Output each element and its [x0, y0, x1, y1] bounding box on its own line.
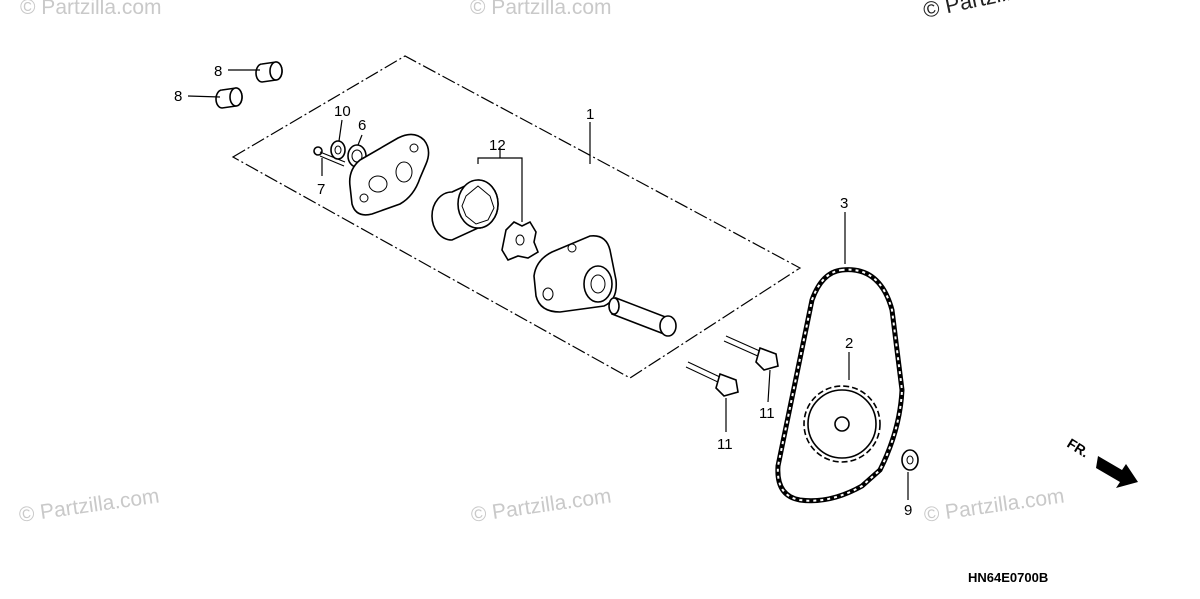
dowel-pin-part [255, 61, 283, 83]
small-bolt-part [313, 146, 346, 167]
flange-bolt-part [723, 335, 779, 371]
leader-line [187, 95, 221, 98]
watermark: © Partzilla.com [17, 484, 160, 526]
callout-label: 3 [840, 195, 848, 212]
callout-label: 1 [586, 106, 594, 123]
callout-label: 10 [334, 103, 351, 120]
callout-label: 2 [845, 335, 853, 352]
callout-label: 11 [717, 436, 733, 453]
pump-cover-part [348, 133, 430, 216]
watermark: © Partzilla.com [469, 484, 612, 526]
drive-chain-part [775, 267, 905, 504]
callout-label: 11 [759, 405, 775, 422]
inner-rotor-part [501, 220, 539, 261]
thrust-washer-part [901, 449, 919, 471]
front-direction-arrow: FR. [1064, 435, 1138, 488]
callout-label: 8 [174, 88, 182, 105]
watermark: © Partzilla.com [921, 0, 1071, 23]
callout-label: 12 [489, 137, 506, 154]
leader-line [338, 119, 343, 142]
pump-shaft-part [608, 296, 677, 337]
dowel-pin-part [215, 87, 243, 109]
leader-line [357, 134, 363, 146]
front-label: FR. [1064, 435, 1092, 461]
callout-label: 6 [358, 117, 366, 134]
pump-body-part [533, 234, 618, 313]
flange-bolt-part [685, 361, 739, 397]
callout-label: 9 [904, 502, 912, 519]
outer-rotor-part [431, 179, 499, 241]
watermark: © Partzilla.com [20, 0, 162, 19]
leader-line [767, 369, 771, 403]
watermark: © Partzilla.com [922, 484, 1065, 526]
callout-label: 8 [214, 63, 222, 80]
assembly-boundary [231, 55, 802, 379]
watermark: © Partzilla.com [470, 0, 612, 19]
arrow-icon [1096, 456, 1138, 488]
sprocket-part [803, 385, 881, 463]
washer-part [330, 140, 346, 160]
drawing-code: HN64E0700B [968, 570, 1048, 585]
callout-label: 7 [317, 181, 325, 198]
